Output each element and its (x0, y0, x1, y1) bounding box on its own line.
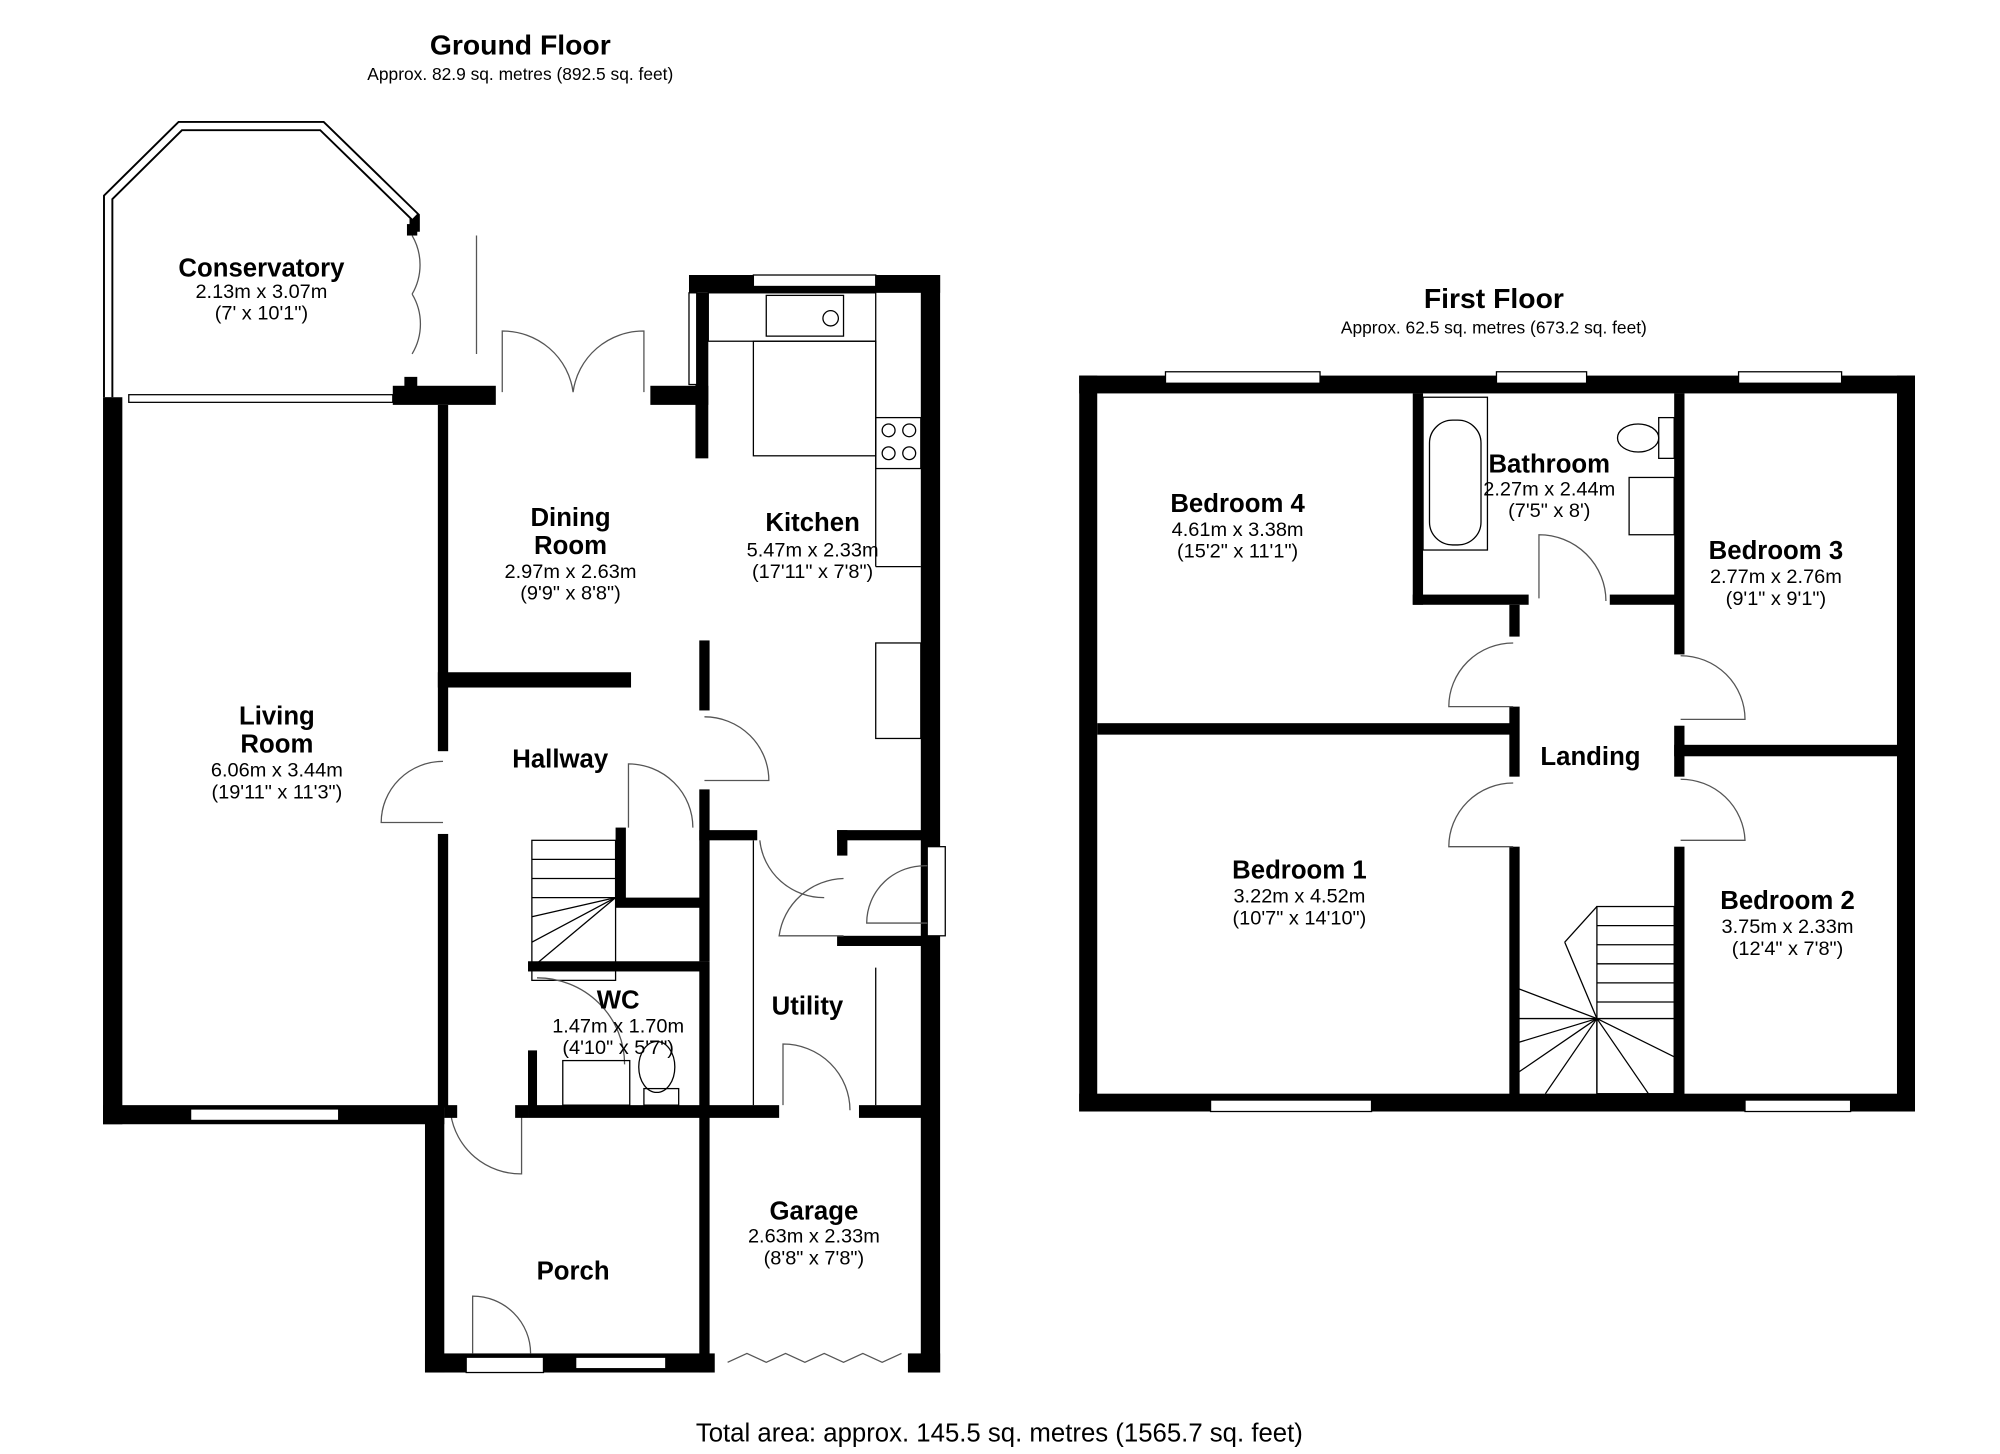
room-bathroom: Bathroom 2.27m x 2.44m (7'5" x 8') (1483, 450, 1615, 521)
room-bedroom-4: Bedroom 4 4.61m x 3.38m (15'2" x 11'1") (1170, 490, 1305, 563)
room-name-line1: Living (239, 703, 315, 731)
room-name: Bedroom 1 (1232, 857, 1367, 885)
room-imperial: (4'10" x 5'7") (562, 1037, 674, 1059)
room-imperial: (7'5" x 8') (1508, 500, 1590, 522)
room-landing: Landing (1540, 743, 1640, 771)
room-name-line1: Dining (530, 504, 610, 532)
room-name-line2: Room (240, 731, 313, 759)
room-name: Bedroom 2 (1720, 887, 1855, 915)
room-dining: Dining Room 2.97m x 2.63m (9'9" x 8'8") (505, 504, 637, 605)
room-bedroom-3: Bedroom 3 2.77m x 2.76m (9'1" x 9'1") (1709, 537, 1844, 610)
room-metric: 4.61m x 3.38m (1172, 519, 1304, 541)
room-metric: 3.75m x 2.33m (1722, 916, 1854, 938)
room-imperial: (9'1" x 9'1") (1726, 588, 1826, 610)
first-floor-plan (1079, 371, 1916, 1113)
room-metric: 2.77m x 2.76m (1710, 566, 1842, 588)
room-imperial: (8'8" x 7'8") (764, 1247, 864, 1269)
room-bedroom-2: Bedroom 2 3.75m x 2.33m (12'4" x 7'8") (1720, 887, 1855, 960)
room-name: Conservatory (178, 254, 345, 282)
room-imperial: (17'11" x 7'8") (752, 561, 873, 583)
room-name: Bedroom 4 (1170, 490, 1305, 518)
room-name: Garage (770, 1198, 859, 1226)
room-imperial: (9'9" x 8'8") (520, 583, 620, 605)
room-utility: Utility (772, 993, 844, 1021)
room-wc: WC 1.47m x 1.70m (4'10" x 5'7") (552, 987, 684, 1060)
room-name: Bathroom (1488, 450, 1610, 478)
room-name: WC (597, 987, 640, 1015)
room-porch: Porch (537, 1258, 610, 1286)
room-imperial: (19'11" x 11'3") (211, 781, 342, 803)
room-metric: 2.97m x 2.63m (505, 561, 637, 583)
room-metric: 6.06m x 3.44m (211, 760, 343, 782)
room-metric: 3.22m x 4.52m (1233, 886, 1365, 908)
room-metric: 2.63m x 2.33m (748, 1226, 880, 1248)
room-bedroom-1: Bedroom 1 3.22m x 4.52m (10'7" x 14'10") (1232, 857, 1367, 930)
room-kitchen: Kitchen 5.47m x 2.33m (17'11" x 7'8") (747, 509, 879, 583)
staircase (1512, 905, 1675, 1095)
room-metric: 2.13m x 3.07m (195, 281, 327, 303)
room-imperial: (10'7" x 14'10") (1233, 907, 1367, 929)
room-metric: 1.47m x 1.70m (552, 1016, 684, 1038)
room-imperial: (7' x 10'1") (215, 303, 308, 325)
total-area: Total area: approx. 145.5 sq. metres (15… (696, 1419, 1303, 1447)
room-conservatory: Conservatory 2.13m x 3.07m (7' x 10'1") (178, 254, 345, 324)
room-metric: 5.47m x 2.33m (747, 539, 879, 561)
first-floor-title: First Floor (1424, 282, 1564, 314)
room-living: Living Room 6.06m x 3.44m (19'11" x 11'3… (211, 703, 343, 804)
ground-floor-title: Ground Floor (430, 29, 611, 61)
ground-floor-plan (103, 120, 946, 1374)
room-metric: 2.27m x 2.44m (1483, 478, 1615, 500)
room-imperial: (15'2" x 11'1") (1177, 541, 1298, 563)
staircase (531, 839, 617, 982)
ground-floor-area: Approx. 82.9 sq. metres (892.5 sq. feet) (367, 64, 673, 84)
room-imperial: (12'4" x 7'8") (1732, 938, 1844, 960)
room-hallway: Hallway (512, 746, 609, 774)
first-floor-area: Approx. 62.5 sq. metres (673.2 sq. feet) (1341, 318, 1647, 338)
room-name-line2: Room (534, 532, 607, 560)
room-name: Bedroom 3 (1709, 537, 1844, 565)
room-name: Kitchen (765, 509, 859, 537)
room-garage: Garage 2.63m x 2.33m (8'8" x 7'8") (748, 1198, 880, 1269)
